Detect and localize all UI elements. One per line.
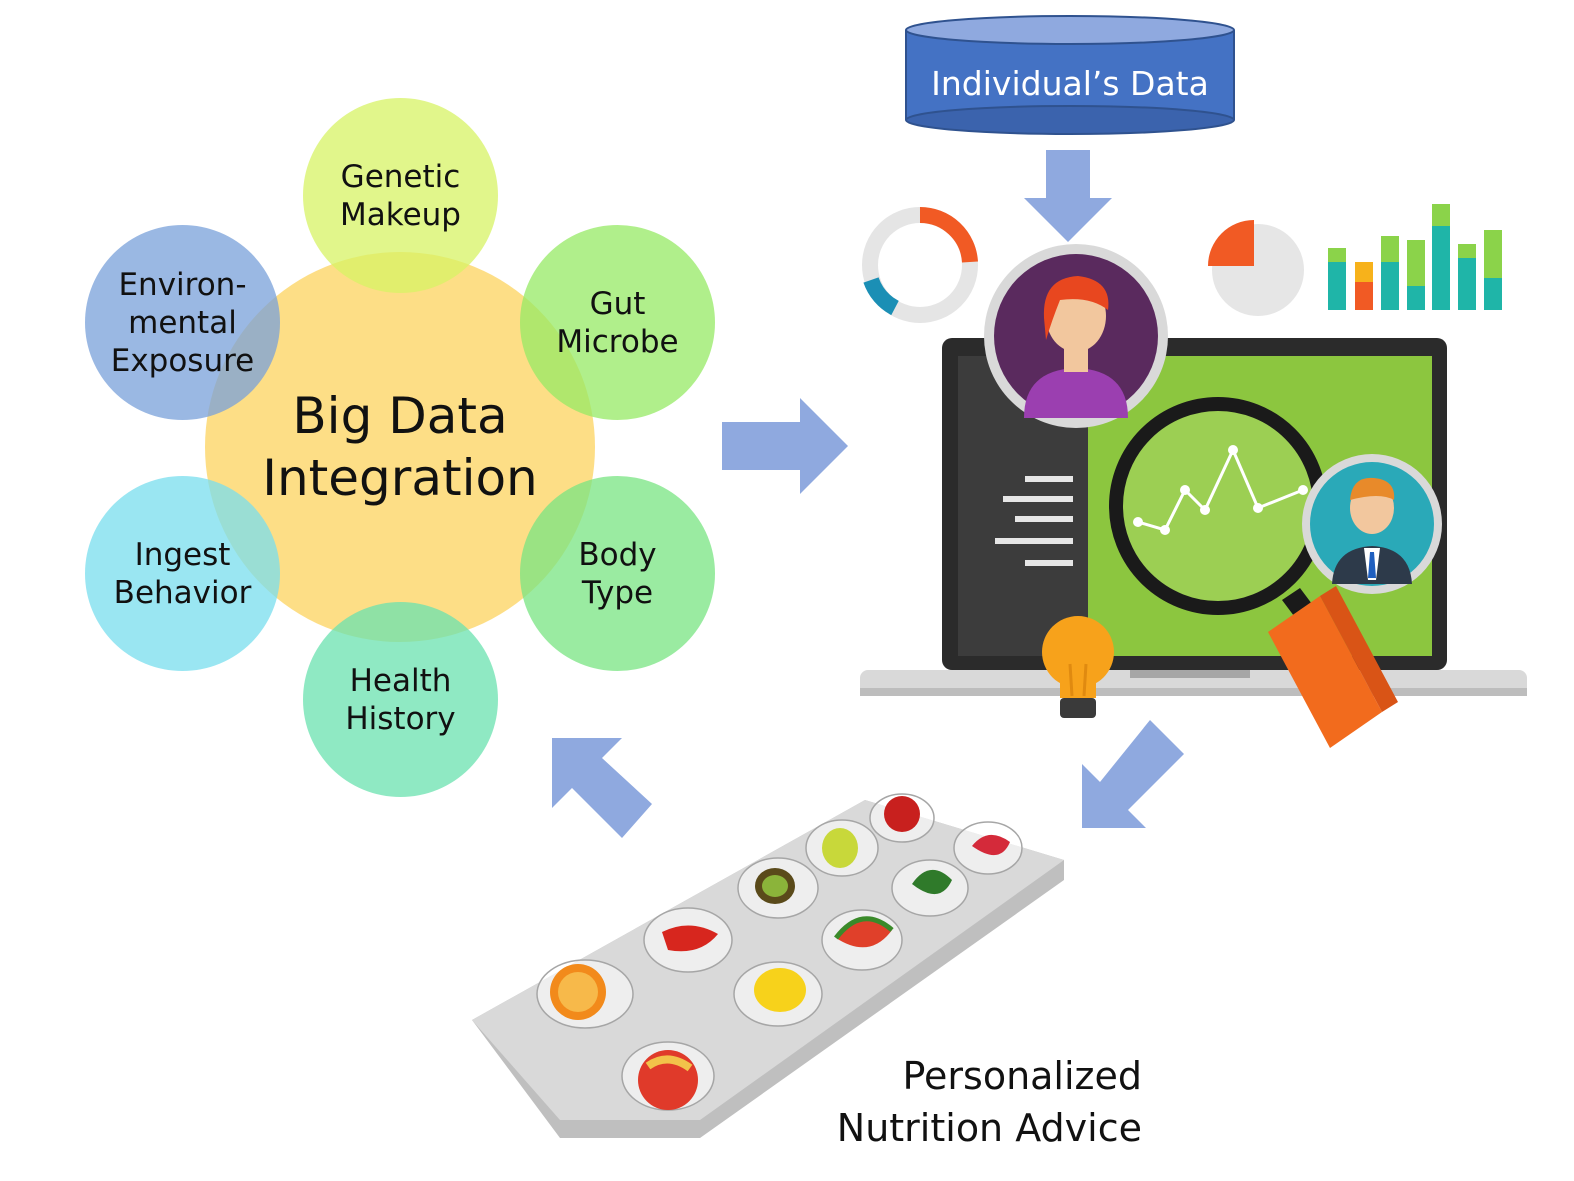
factor-label: Environ- mental Exposure: [110, 266, 255, 379]
environmental-exposure-circle: Environ- mental Exposure: [85, 225, 280, 420]
center-label: Big Data Integration: [262, 387, 538, 507]
lightbulb-icon: [1042, 616, 1114, 718]
gut-microbe-circle: Gut Microbe: [520, 225, 715, 420]
fruit-blister-pack-icon: [472, 793, 1064, 1138]
factor-label: Body Type: [578, 536, 657, 611]
database-icon: [905, 15, 1235, 135]
donut-chart-icon: [862, 206, 978, 323]
individuals-data-label: Individual’s Data: [931, 64, 1209, 103]
ingest-behavior-circle: Ingest Behavior: [85, 476, 280, 671]
arrow-up-left-icon: [552, 738, 652, 838]
pie-chart-icon: [1208, 220, 1304, 316]
user-avatar-icon: [984, 244, 1168, 428]
body-type-circle: Body Type: [520, 476, 715, 671]
arrow-down-left-icon: [1082, 720, 1184, 828]
factor-label: Genetic Makeup: [340, 158, 461, 233]
genetic-makeup-circle: Genetic Makeup: [303, 98, 498, 293]
arrow-down-icon: [1024, 150, 1112, 242]
factor-label: Health History: [345, 662, 456, 737]
bar-chart-icon: [1328, 204, 1502, 310]
user-avatar-icon: [1302, 454, 1442, 594]
arrow-right-icon: [722, 398, 848, 494]
health-history-circle: Health History: [303, 602, 498, 797]
personalized-nutrition-advice-label: Personalized Nutrition Advice: [836, 1054, 1142, 1150]
magnifier-icon: [1109, 397, 1398, 748]
factor-label: Ingest Behavior: [113, 536, 252, 611]
factor-label: Gut Microbe: [556, 285, 679, 360]
